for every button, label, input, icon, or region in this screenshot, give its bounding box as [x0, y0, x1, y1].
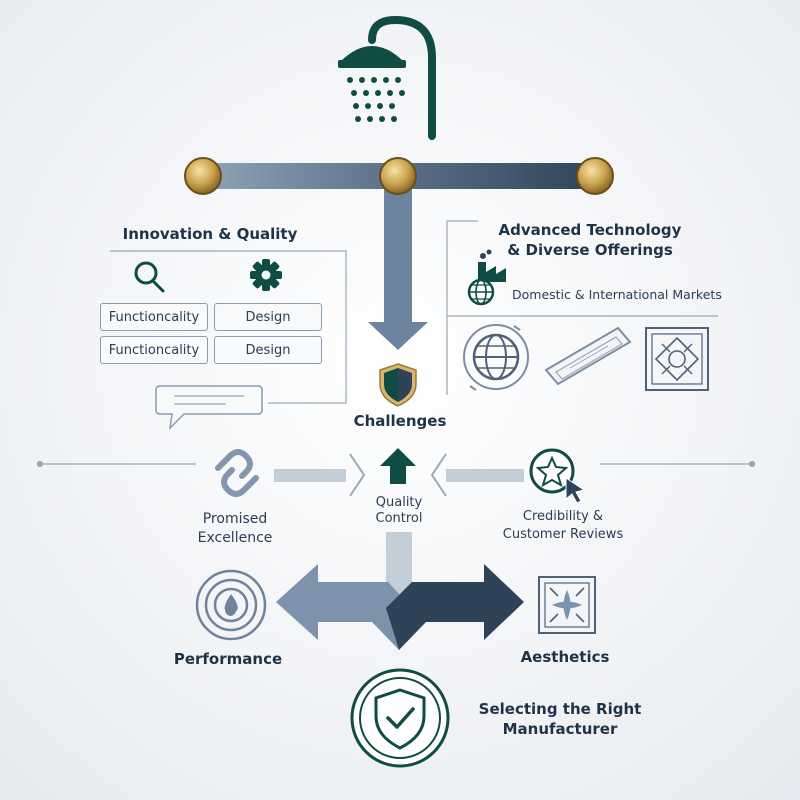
shield-check-icon — [350, 668, 450, 768]
functionality-box-2: Functioncality — [100, 336, 208, 364]
design-box-1: Design — [214, 303, 322, 331]
credibility-line2: Customer Reviews — [502, 527, 624, 542]
quality-control-line2: Control — [375, 511, 423, 526]
functionality-label-1: Functioncality — [108, 309, 200, 325]
drain-channel-icon — [544, 326, 632, 386]
middle-guideline — [36, 460, 756, 468]
design-box-2: Design — [214, 336, 322, 364]
brass-valve-icon — [184, 157, 614, 195]
credibility-label: Credibility & Customer Reviews — [488, 508, 638, 544]
ornamental-tile-icon — [645, 327, 709, 391]
functionality-label-2: Functioncality — [108, 342, 200, 358]
innovation-bracket — [110, 250, 347, 404]
shower-head-icon — [338, 15, 436, 140]
challenges-label: Challenges — [353, 412, 447, 430]
speech-bubble-icon — [155, 385, 263, 431]
promised-excellence-line1: Promised — [202, 511, 268, 527]
floral-tile-icon — [538, 576, 596, 634]
quality-control-label: Quality Control — [350, 495, 448, 527]
technology-title-line2: & Diverse Offerings — [507, 241, 673, 259]
functionality-box-1: Functioncality — [100, 303, 208, 331]
credibility-line1: Credibility & — [522, 509, 604, 524]
technology-bracket — [446, 220, 718, 395]
selecting-line1: Selecting the Right — [478, 700, 642, 718]
performance-label: Performance — [173, 650, 283, 668]
gear-icon — [250, 259, 282, 291]
magnifier-icon — [134, 261, 165, 293]
shield-icon — [379, 363, 417, 407]
up-arrow-icon — [380, 448, 416, 484]
design-label-2: Design — [245, 342, 291, 358]
design-label-1: Design — [245, 309, 291, 325]
factory-globe-icon — [467, 249, 506, 306]
right-split-arrow — [386, 564, 524, 650]
quality-control-line1: Quality — [375, 495, 423, 510]
spiral-drop-icon — [195, 569, 267, 641]
selecting-line2: Manufacturer — [502, 720, 618, 738]
globe-icon — [463, 324, 529, 391]
technology-title: Advanced Technology & Diverse Offerings — [480, 220, 700, 260]
chain-link-icon — [215, 449, 259, 497]
promised-excellence-line2: Excellence — [197, 530, 273, 546]
technology-title-line1: Advanced Technology — [498, 221, 682, 239]
left-arrow-to-quality — [274, 453, 366, 497]
aesthetics-label: Aesthetics — [520, 648, 610, 666]
right-arrow-to-quality — [430, 453, 524, 497]
star-cursor-icon — [529, 448, 586, 504]
promised-excellence-label: Promised Excellence — [170, 510, 300, 548]
down-arrow-to-challenges — [368, 186, 428, 350]
innovation-title: Innovation & Quality — [122, 225, 298, 243]
left-split-arrow — [276, 564, 412, 650]
selecting-label: Selecting the Right Manufacturer — [470, 699, 650, 739]
markets-label: Domestic & International Markets — [512, 287, 722, 302]
